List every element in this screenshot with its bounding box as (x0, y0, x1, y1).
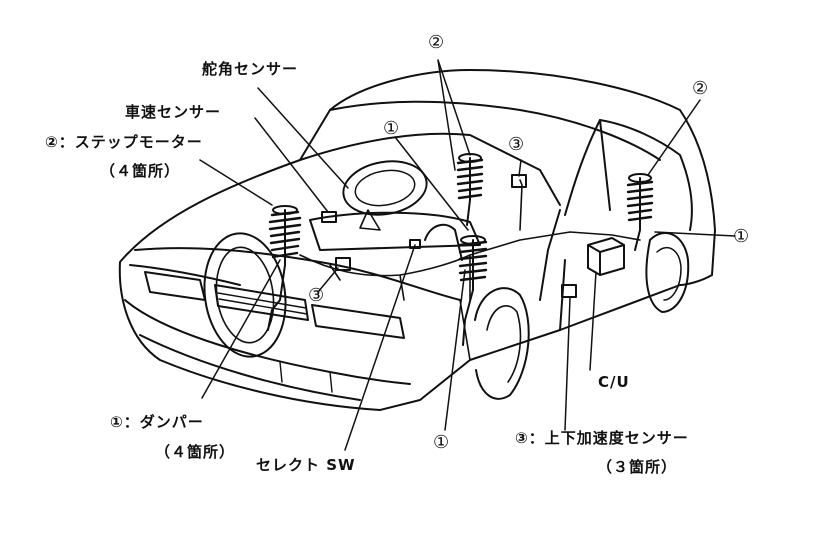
seat (424, 223, 463, 261)
windshield-outline (299, 132, 561, 206)
vertical-accel-sensor-qty-label: （３箇所） (597, 458, 678, 476)
grille (214, 284, 309, 321)
step-motor-qty-label: （４箇所） (100, 162, 181, 180)
roof-line (329, 100, 661, 161)
marker-1-center: ① (383, 118, 399, 139)
dashboard (309, 211, 481, 251)
b-pillar (599, 119, 611, 211)
steering-wheel (342, 160, 428, 216)
accel-sensor-front (335, 257, 351, 271)
front-right-wheel (474, 287, 530, 400)
marker-3-rear: ③ (508, 134, 524, 155)
select-switch-box (409, 239, 421, 249)
hood-front (129, 264, 241, 286)
select-sw-label: セレクト SW (256, 456, 356, 474)
vehicle-speed-sensor-box (321, 211, 337, 223)
control-unit-label: C/U (598, 373, 630, 391)
rear-window (564, 119, 693, 231)
accel-sensor-rear (511, 174, 527, 188)
rear-left-strut (456, 153, 484, 226)
rear-right-strut (626, 173, 654, 251)
wiring-harness (299, 231, 641, 301)
marker-2-rear: ② (692, 78, 708, 99)
marker-2-top: ② (428, 32, 444, 53)
headlight (144, 271, 206, 301)
front-left-strut (267, 205, 302, 331)
control-unit-box (587, 237, 625, 276)
door-line (539, 209, 566, 331)
rear-right-wheel (645, 231, 690, 313)
vertical-accel-sensor-label: ③：上下加速度センサー (515, 429, 689, 447)
steering-angle-sensor-label: 舵角センサー (202, 60, 299, 78)
damper-label: ①：ダンパー (110, 413, 204, 431)
front-bumper (124, 299, 411, 385)
marker-1-rear: ① (733, 226, 749, 247)
marker-1-bottom: ① (433, 432, 449, 453)
accel-sensor-side (561, 284, 577, 298)
bumper-lower (139, 334, 361, 401)
front-right-strut (458, 235, 488, 346)
damper-qty-label: （４箇所） (155, 443, 236, 461)
right-headlight (311, 304, 405, 339)
vehicle-speed-sensor-label: 車速センサー (125, 103, 222, 121)
leader-lines (199, 59, 736, 451)
step-motor-label: ②：ステップモーター (45, 133, 203, 151)
hood-line (134, 247, 461, 301)
marker-3-front: ③ (308, 285, 324, 306)
front-left-wheel (203, 232, 287, 358)
